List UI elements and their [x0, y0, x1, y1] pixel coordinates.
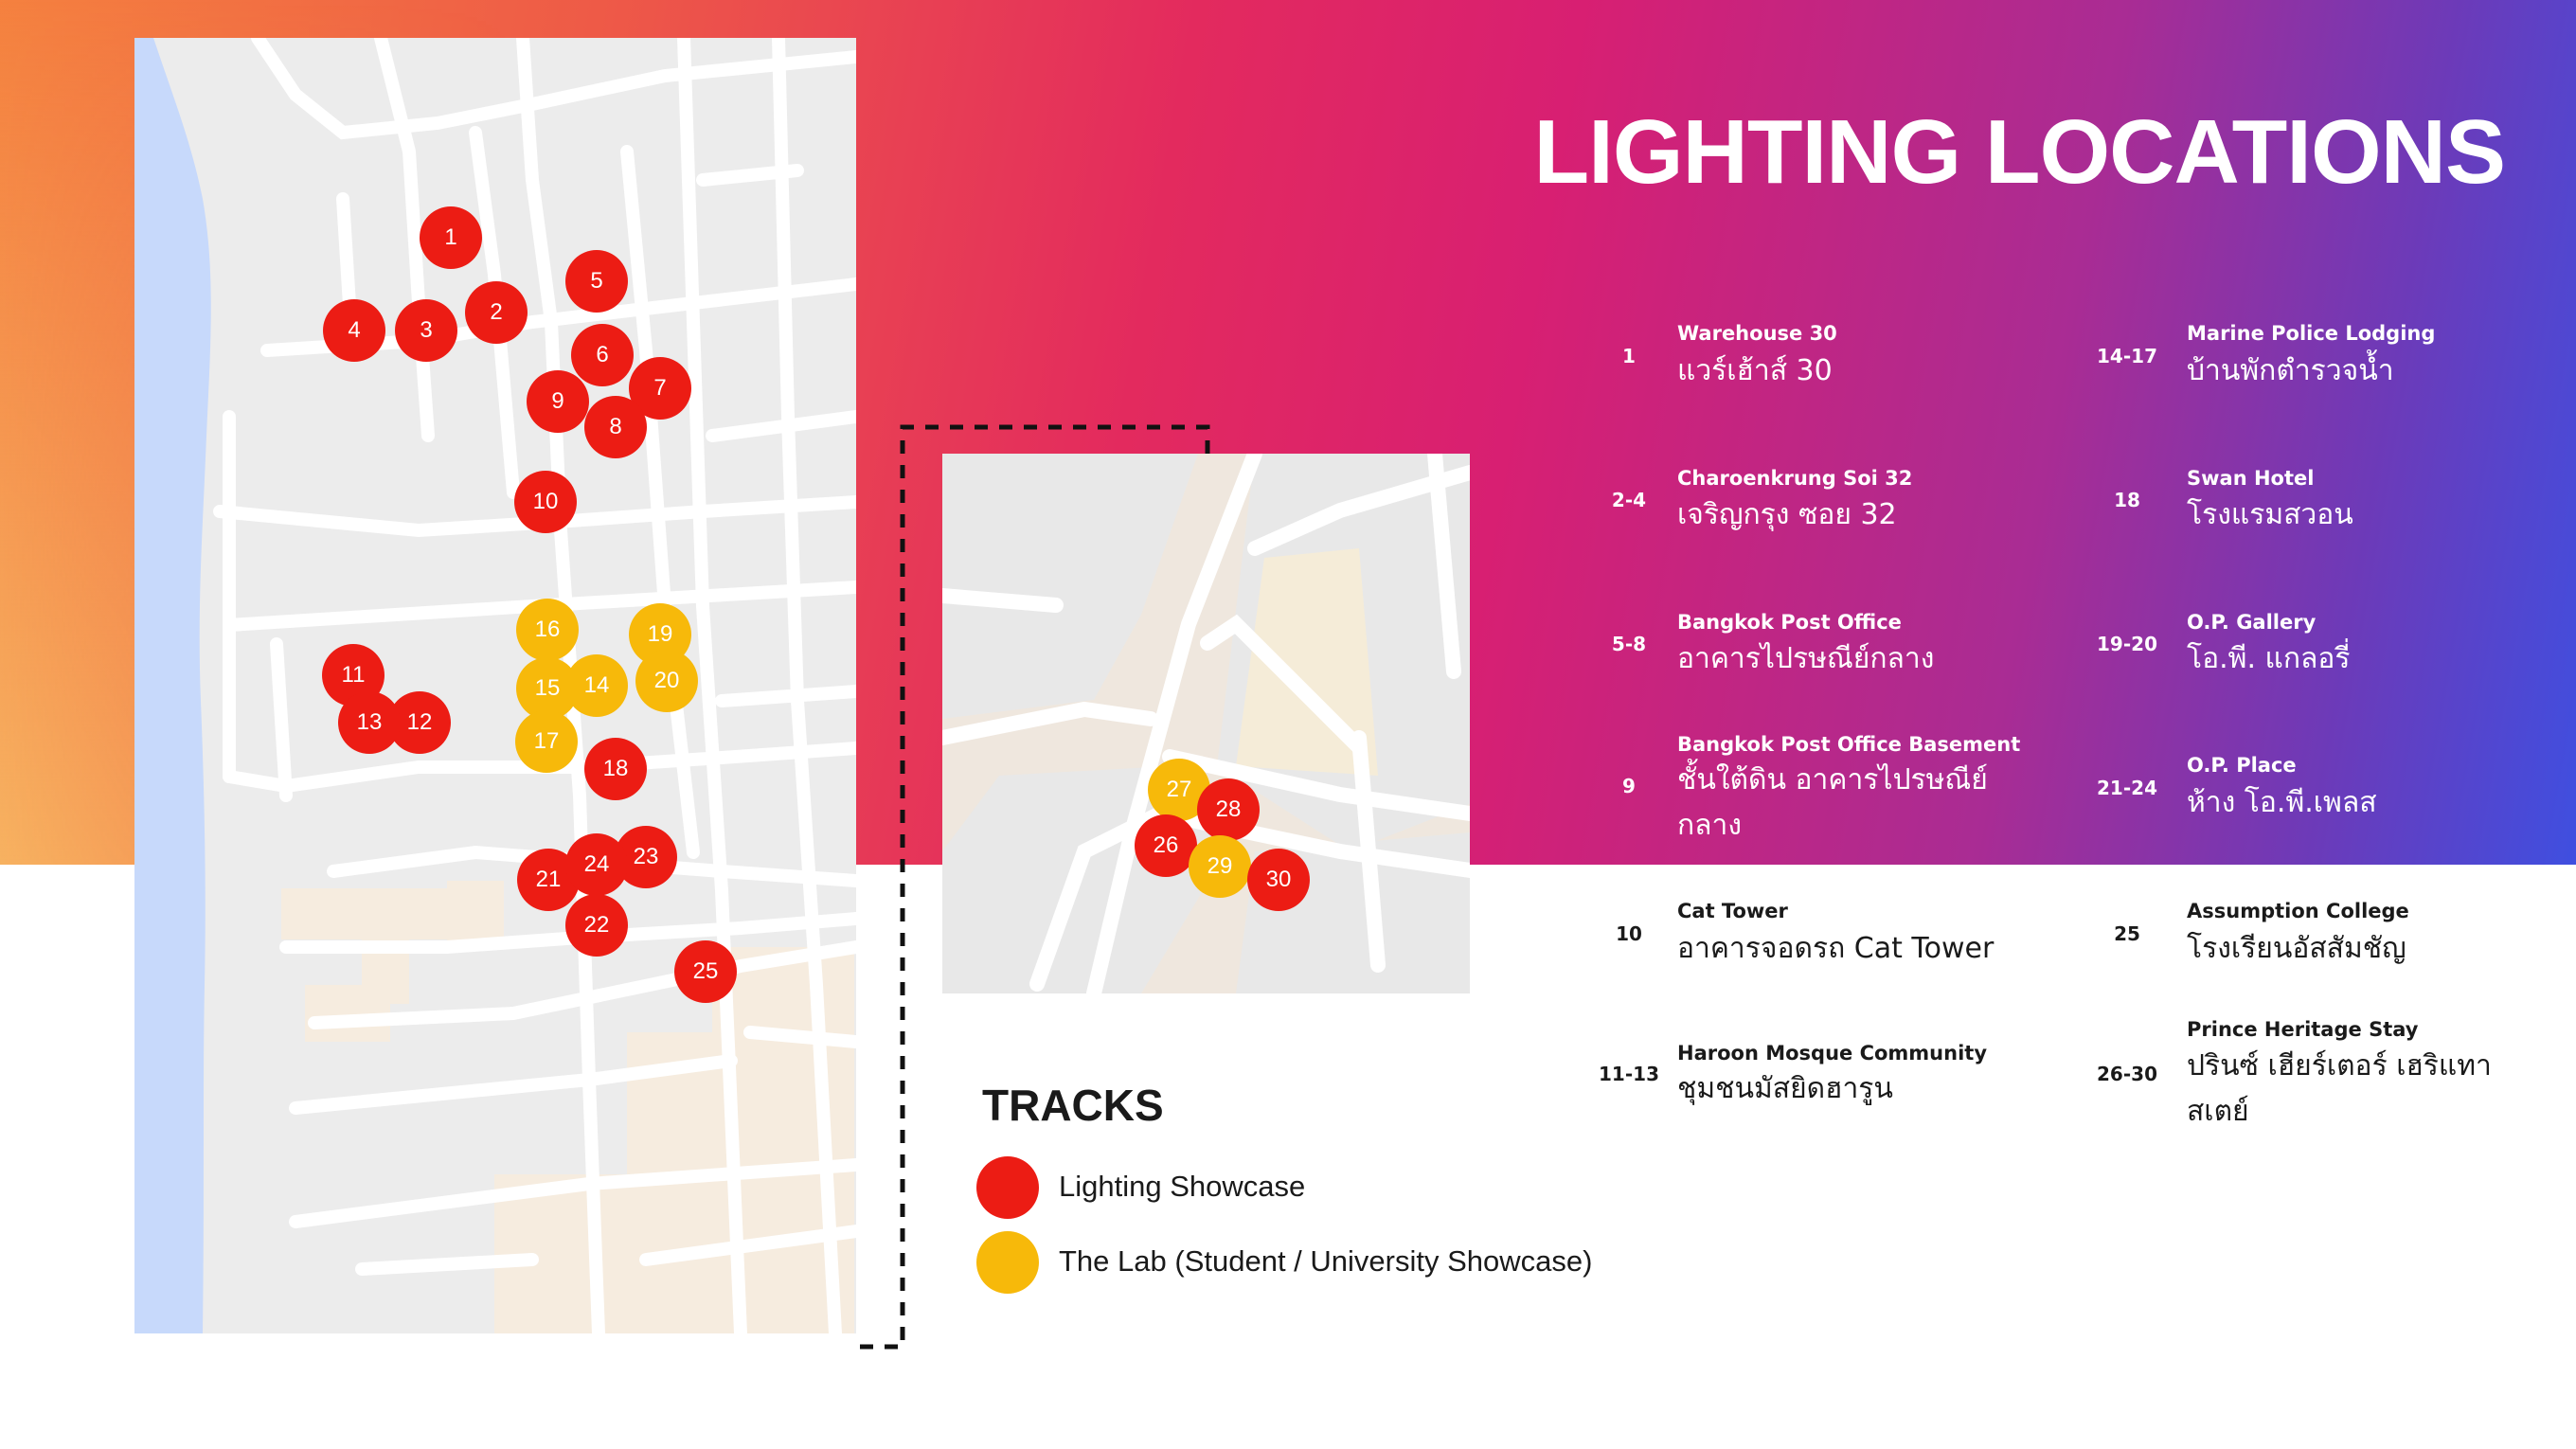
map-marker-24[interactable]: 24 [565, 833, 628, 896]
location-name-en: Marine Police Lodging [2187, 322, 2436, 345]
map-marker-4[interactable]: 4 [323, 299, 385, 362]
location-name-en: Warehouse 30 [1677, 322, 1837, 345]
map-marker-21[interactable]: 21 [517, 849, 580, 911]
main-map[interactable] [134, 38, 856, 1333]
map-marker-22[interactable]: 22 [565, 894, 628, 957]
map-marker-15[interactable]: 15 [516, 657, 579, 720]
map-marker-10[interactable]: 10 [514, 471, 577, 533]
location-name-en: Cat Tower [1677, 900, 1788, 922]
legend-dot-lighting-showcase [976, 1156, 1039, 1219]
location-name-th: อาคารจอดรถ Cat Tower [1677, 932, 1995, 965]
location-name-en: Haroon Mosque Community [1677, 1042, 1988, 1064]
map-marker-1[interactable]: 1 [420, 206, 482, 269]
inset-building-block [1236, 548, 1378, 776]
location-name-en: Assumption College [2187, 900, 2409, 922]
main-map-streets [134, 38, 856, 1333]
map-marker-6[interactable]: 6 [571, 324, 634, 386]
inset-marker-26[interactable]: 26 [1135, 814, 1197, 877]
inset-marker-30[interactable]: 30 [1247, 849, 1310, 911]
legend-label-lighting-showcase: Lighting Showcase [1059, 1170, 1306, 1203]
location-number-19-20: 19-20 [2097, 633, 2157, 655]
map-marker-17[interactable]: 17 [515, 710, 578, 773]
location-name-th: ชุมชนมัสยิดฮารูน [1677, 1072, 1893, 1105]
location-name-en: O.P. Gallery [2187, 611, 2317, 634]
legend-title: TRACKS [982, 1081, 1164, 1130]
inset-map-streets [942, 454, 1470, 993]
location-name-en: Prince Heritage Stay [2187, 1018, 2419, 1041]
location-number-2-4: 2-4 [1611, 489, 1647, 511]
inset-marker-28[interactable]: 28 [1197, 778, 1260, 841]
location-number-9: 9 [1622, 775, 1636, 797]
map-marker-2[interactable]: 2 [465, 281, 528, 344]
location-name-th: ปรินซ์ เฮียร์เตอร์ เฮริแทา สเตย์ [2187, 1049, 2492, 1128]
map-marker-25[interactable]: 25 [674, 940, 737, 1003]
location-name-en: Bangkok Post Office [1677, 611, 1902, 634]
location-name-en: Bangkok Post Office Basement [1677, 733, 2021, 756]
inset-marker-29[interactable]: 29 [1189, 835, 1251, 898]
location-number-18: 18 [2114, 489, 2140, 511]
location-number-5-8: 5-8 [1611, 633, 1647, 655]
location-name-en: Charoenkrung Soi 32 [1677, 467, 1913, 490]
location-number-1: 1 [1622, 345, 1636, 367]
map-marker-16[interactable]: 16 [516, 599, 579, 661]
map-marker-9[interactable]: 9 [527, 370, 589, 433]
location-number-21-24: 21-24 [2097, 777, 2157, 799]
legend-dot-the-lab [976, 1231, 1039, 1294]
river-shape [134, 38, 211, 1333]
map-marker-13[interactable]: 13 [338, 691, 401, 754]
map-marker-5[interactable]: 5 [565, 250, 628, 313]
location-name-th: โอ.พี. แกลอรี่ [2187, 642, 2351, 675]
location-number-11-13: 11-13 [1599, 1063, 1659, 1085]
location-number-14-17: 14-17 [2097, 345, 2157, 367]
location-name-th: เจริญกรุง ซอย 32 [1677, 498, 1897, 531]
page-title: LIGHTING LOCATIONS [1533, 101, 2506, 203]
location-name-th: โรงเรียนอัสสัมชัญ [2187, 932, 2406, 965]
location-name-th: แวร์เฮ้าส์ 30 [1677, 354, 1833, 387]
location-number-26-30: 26-30 [2097, 1063, 2157, 1085]
location-name-th: อาคารไปรษณีย์กลาง [1677, 642, 1935, 675]
map-marker-3[interactable]: 3 [395, 299, 457, 362]
map-marker-20[interactable]: 20 [635, 650, 698, 712]
map-marker-8[interactable]: 8 [584, 396, 647, 458]
location-name-th: บ้านพักตำรวจน้ำ [2187, 354, 2394, 387]
legend-label-the-lab: The Lab (Student / University Showcase) [1059, 1244, 1593, 1278]
location-name-th: โรงแรมสวอน [2187, 498, 2353, 531]
location-number-25: 25 [2114, 922, 2140, 945]
inset-map[interactable] [942, 454, 1470, 993]
location-name-en: O.P. Place [2187, 754, 2297, 777]
location-number-10: 10 [1616, 922, 1642, 945]
map-marker-18[interactable]: 18 [584, 738, 647, 800]
location-name-th: ชั้นใต้ดิน อาคารไปรษณีย์กลาง [1677, 763, 1988, 842]
location-name-th: ห้าง โอ.พี.เพลส [2187, 786, 2377, 819]
location-name-en: Swan Hotel [2187, 467, 2315, 490]
